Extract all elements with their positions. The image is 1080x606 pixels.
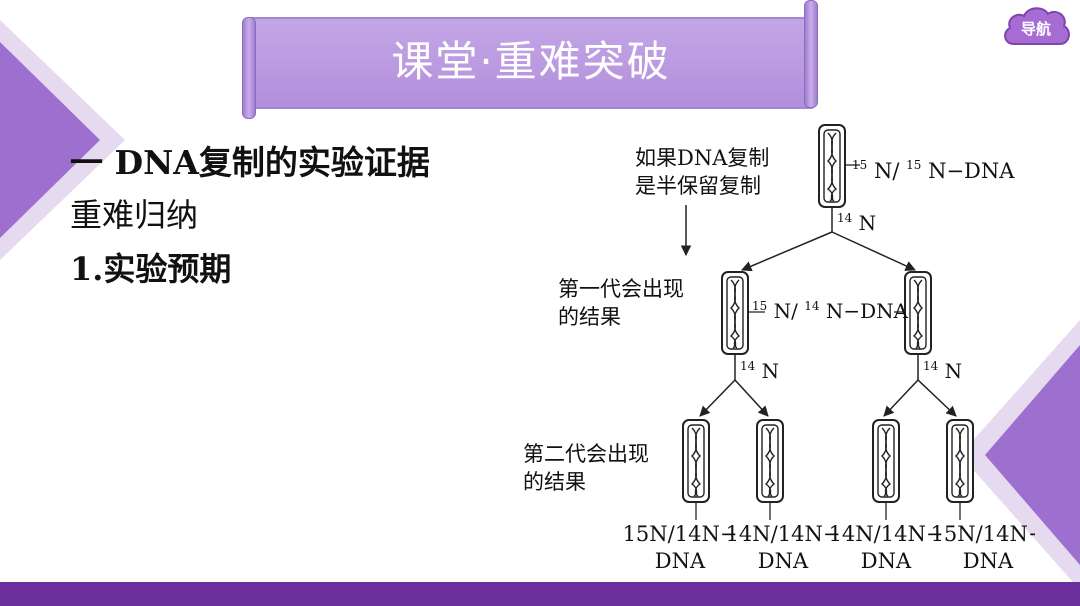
arrow-gen2-2 xyxy=(734,379,769,417)
gen2-tube-1 xyxy=(682,419,710,503)
section-heading: 一 DNA复制的实验证据 xyxy=(70,143,430,182)
result-4-line-1: 15N/14N− xyxy=(931,522,1035,546)
gen1-tube-left xyxy=(721,271,749,355)
gen1-line-2: 的结果 xyxy=(558,305,621,329)
arrow-gen2-3 xyxy=(883,379,919,417)
parent-n: N/ xyxy=(874,159,900,183)
banner-scroll-right xyxy=(804,0,818,108)
parent-dna-label: 15 N/ 15 N−DNA xyxy=(852,150,1015,183)
result-2-line-2: DNA xyxy=(758,549,809,573)
dna-replication-diagram: 如果DNA复制 是半保留复制 15 N/ 15 N−DNA 14 N 第一代会出… xyxy=(523,124,1035,573)
item-heading: 1.实验预期 xyxy=(70,250,232,288)
gen2-tube-4 xyxy=(946,419,974,503)
parent-tube xyxy=(818,124,846,208)
left-triangle-deco-inner xyxy=(0,42,100,238)
gen1-tube-right xyxy=(904,271,932,355)
page-title: 课堂·重难突破 xyxy=(391,37,671,86)
subheading: 重难归纳 xyxy=(70,196,199,234)
banner-scroll-left xyxy=(242,17,256,119)
medium-label-1: 14 N xyxy=(837,203,876,235)
cloud-icon xyxy=(1004,7,1070,45)
gen1-line-1: 第一代会出现 xyxy=(558,277,684,301)
gen1-dna-label: 15 N/ 14 N−DNA xyxy=(752,291,909,323)
gen2-line-1: 第二代会出现 xyxy=(523,442,649,466)
result-3-line-1: 14N/14N− xyxy=(829,522,944,546)
arrow-gen2-1 xyxy=(699,379,736,417)
medium-label-2-right: 14 N xyxy=(923,351,962,383)
result-3-line-2: DNA xyxy=(861,549,912,573)
result-1-line-1: 15N/14N− xyxy=(623,522,738,546)
footer-bar xyxy=(0,582,1080,606)
gen2-line-2: 的结果 xyxy=(523,470,586,494)
arrow-gen1-left xyxy=(741,231,833,272)
gen2-tube-3 xyxy=(872,419,900,503)
hypothesis-line-2: 是半保留复制 xyxy=(635,174,761,198)
arrow-gen1-right xyxy=(831,231,916,271)
result-4-line-2: DNA xyxy=(963,549,1014,573)
result-2-line-1: 14N/14N− xyxy=(726,522,841,546)
nav-cloud-button[interactable] xyxy=(1000,4,1072,54)
result-1-line-2: DNA xyxy=(655,549,706,573)
right-triangle-deco-inner xyxy=(985,345,1080,565)
medium-label-2-left: 14 N xyxy=(740,351,779,383)
arrow-gen2-4 xyxy=(917,379,957,417)
hypothesis-line-1: 如果DNA复制 xyxy=(635,146,769,170)
title-banner xyxy=(247,17,815,109)
parent-suffix: N−DNA xyxy=(928,159,1015,183)
parent-mass: 15 xyxy=(852,158,867,172)
parent-mass-2: 15 xyxy=(906,158,921,172)
gen2-tube-2 xyxy=(756,419,784,503)
